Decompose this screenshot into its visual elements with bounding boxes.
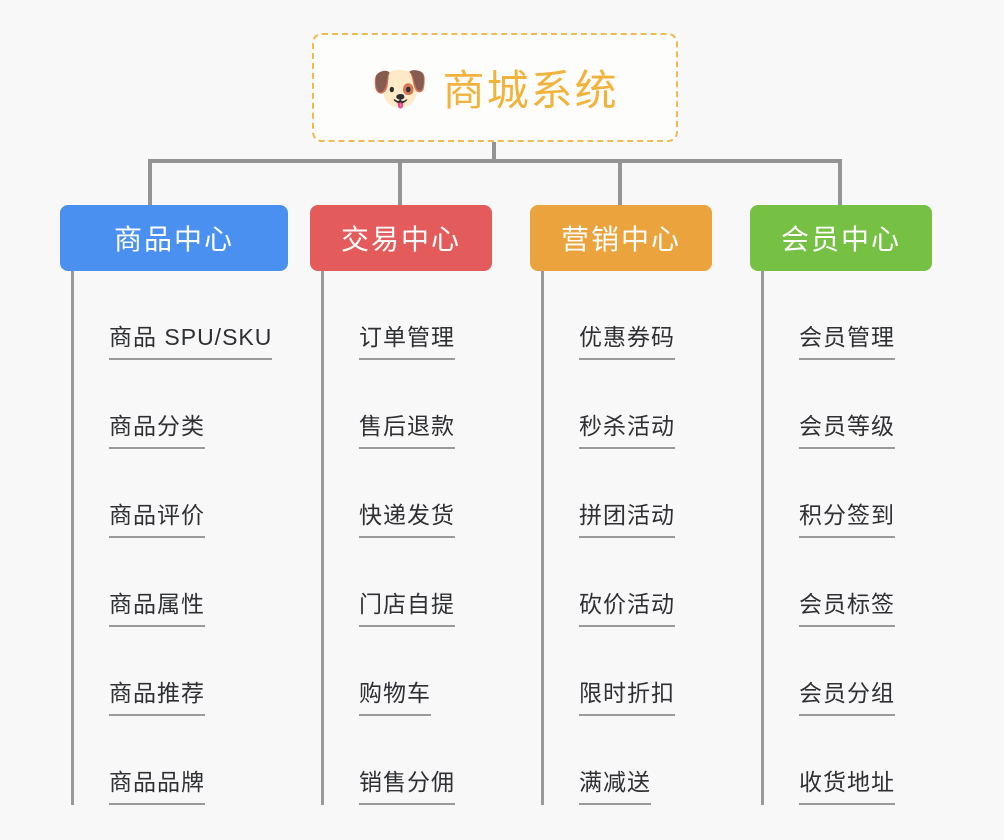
leaf-label: 商品分类 [109, 407, 205, 449]
leaf-item[interactable]: 购物车 [324, 627, 492, 716]
branch-header-label: 营销中心 [560, 224, 681, 255]
leaf-item[interactable]: 商品评价 [74, 449, 288, 538]
leaf-label: 会员等级 [799, 407, 895, 449]
leaf-label: 售后退款 [359, 407, 455, 449]
branch-header-4[interactable]: 会员中心 [750, 205, 932, 271]
leaf-item[interactable]: 优惠券码 [544, 271, 712, 360]
connector-drop-3 [618, 159, 622, 205]
branch-header-1[interactable]: 商品中心 [60, 205, 288, 271]
leaf-label: 砍价活动 [579, 585, 675, 627]
leaf-label: 限时折扣 [579, 674, 675, 716]
leaf-label: 商品评价 [109, 496, 205, 538]
leaf-item[interactable]: 砍价活动 [544, 538, 712, 627]
connector-drop-1 [148, 159, 152, 205]
leaf-label: 订单管理 [359, 318, 455, 360]
connector-stem [492, 142, 496, 163]
leaf-item[interactable]: 收货地址 [764, 716, 932, 805]
leaf-label: 购物车 [359, 674, 431, 716]
leaf-item[interactable]: 积分签到 [764, 449, 932, 538]
leaf-label: 积分签到 [799, 496, 895, 538]
leaf-item[interactable]: 会员分组 [764, 627, 932, 716]
branch-header-3[interactable]: 营销中心 [530, 205, 712, 271]
leaf-label: 商品品牌 [109, 763, 205, 805]
leaf-label: 优惠券码 [579, 318, 675, 360]
branch-header-label: 会员中心 [780, 224, 901, 255]
branch-header-label: 商品中心 [113, 224, 234, 255]
connector-drop-4 [838, 159, 842, 205]
leaf-item[interactable]: 快递发货 [324, 449, 492, 538]
branch-column-3: 营销中心 优惠券码 秒杀活动 拼团活动 砍价活动 限时折扣 满减送 [530, 205, 712, 805]
leaf-label: 会员标签 [799, 585, 895, 627]
leaf-item[interactable]: 销售分佣 [324, 716, 492, 805]
dog-face-icon: 🐶 [371, 61, 429, 114]
connector-drop-2 [398, 159, 402, 205]
leaf-label: 拼团活动 [579, 496, 675, 538]
leaf-item[interactable]: 会员等级 [764, 360, 932, 449]
branch-items-1: 商品 SPU/SKU 商品分类 商品评价 商品属性 商品推荐 商品品牌 [71, 271, 288, 805]
leaf-label: 秒杀活动 [579, 407, 675, 449]
leaf-item[interactable]: 秒杀活动 [544, 360, 712, 449]
root-node[interactable]: 🐶 商城系统 [312, 33, 678, 142]
leaf-label: 会员分组 [799, 674, 895, 716]
leaf-item[interactable]: 门店自提 [324, 538, 492, 627]
branch-items-3: 优惠券码 秒杀活动 拼团活动 砍价活动 限时折扣 满减送 [541, 271, 712, 805]
leaf-label: 收货地址 [799, 763, 895, 805]
branch-header-2[interactable]: 交易中心 [310, 205, 492, 271]
leaf-item[interactable]: 商品推荐 [74, 627, 288, 716]
branch-header-label: 交易中心 [340, 224, 461, 255]
root-title: 商城系统 [442, 67, 619, 114]
leaf-item[interactable]: 售后退款 [324, 360, 492, 449]
leaf-item[interactable]: 订单管理 [324, 271, 492, 360]
leaf-item[interactable]: 拼团活动 [544, 449, 712, 538]
connector-bus [148, 159, 842, 163]
branch-column-4: 会员中心 会员管理 会员等级 积分签到 会员标签 会员分组 收货地址 [750, 205, 932, 805]
leaf-label: 商品推荐 [109, 674, 205, 716]
leaf-item[interactable]: 商品 SPU/SKU [74, 271, 288, 360]
leaf-item[interactable]: 商品属性 [74, 538, 288, 627]
leaf-label: 商品 SPU/SKU [109, 318, 273, 360]
branch-items-4: 会员管理 会员等级 积分签到 会员标签 会员分组 收货地址 [761, 271, 932, 805]
leaf-item[interactable]: 商品分类 [74, 360, 288, 449]
branch-column-1: 商品中心 商品 SPU/SKU 商品分类 商品评价 商品属性 商品推荐 商品品牌 [60, 205, 288, 805]
leaf-label: 满减送 [579, 763, 651, 805]
leaf-item[interactable]: 满减送 [544, 716, 712, 805]
leaf-label: 门店自提 [359, 585, 455, 627]
leaf-label: 会员管理 [799, 318, 895, 360]
branch-items-2: 订单管理 售后退款 快递发货 门店自提 购物车 销售分佣 [321, 271, 492, 805]
leaf-item[interactable]: 会员管理 [764, 271, 932, 360]
leaf-item[interactable]: 限时折扣 [544, 627, 712, 716]
leaf-item[interactable]: 商品品牌 [74, 716, 288, 805]
leaf-label: 销售分佣 [359, 763, 455, 805]
leaf-item[interactable]: 会员标签 [764, 538, 932, 627]
leaf-label: 商品属性 [109, 585, 205, 627]
leaf-label: 快递发货 [359, 496, 455, 538]
branch-column-2: 交易中心 订单管理 售后退款 快递发货 门店自提 购物车 销售分佣 [310, 205, 492, 805]
